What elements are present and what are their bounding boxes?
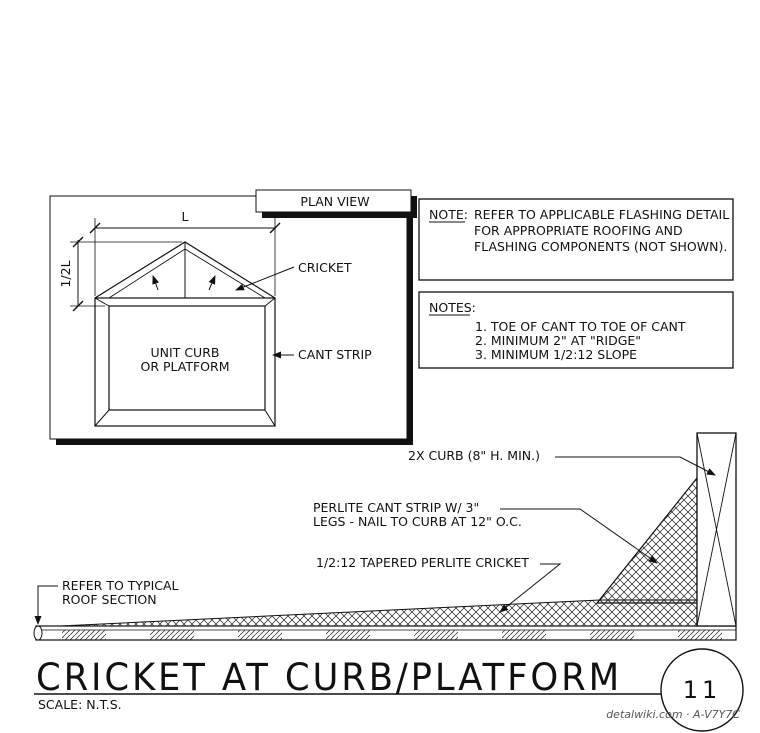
- cricket-callout-leader: [499, 563, 562, 613]
- note-box: NOTE: REFER TO APPLICABLE FLASHING DETAI…: [418, 198, 734, 281]
- notes-item-2: 2. MINIMUM 2" AT "RIDGE": [475, 333, 641, 348]
- dim-half-tick-bottom: [72, 300, 84, 312]
- plan-view-label: PLAN VIEW: [300, 194, 369, 209]
- roof-callout-line1: REFER TO TYPICAL: [62, 578, 179, 593]
- roof-deck-break: [33, 625, 43, 641]
- curb-inner: [108, 305, 266, 411]
- detail-number: 11: [683, 676, 722, 704]
- roof-callout-leader: [34, 585, 58, 625]
- cant-callout-leader: [500, 508, 658, 564]
- detail-title: CRICKET AT CURB/PLATFORM: [36, 656, 622, 699]
- cant-callout-line2: LEGS - NAIL TO CURB AT 12" O.C.: [313, 514, 522, 529]
- scale-note: SCALE: N.T.S.: [38, 697, 122, 712]
- note-line3: FLASHING COMPONENTS (NOT SHOWN).: [474, 239, 727, 254]
- watermark: detalwiki.com · A-V7Y7C: [606, 708, 740, 721]
- plan-view: PLAN VIEW UNIT CURB OR PLATFORM L 1/2L C…: [49, 189, 417, 445]
- detail-number-bubble: [660, 648, 744, 732]
- curb-bevels: [94, 297, 276, 427]
- dim-half-tick-top: [72, 236, 84, 248]
- roof-callout-line2: ROOF SECTION: [62, 592, 157, 607]
- dim-l-tick-right: [269, 222, 281, 234]
- note-box-frame: [418, 198, 734, 281]
- curb-leader: [555, 456, 716, 476]
- note-line2: FOR APPROPRIATE ROOFING AND: [474, 223, 683, 238]
- curb-callout: 2X CURB (8" H. MIN.): [408, 448, 540, 463]
- plan-view-tab: [255, 189, 412, 213]
- notes-item-3: 3. MINIMUM 1/2:12 SLOPE: [475, 347, 637, 362]
- notes-heading: NOTES:: [429, 300, 476, 315]
- curb-label-line2: OR PLATFORM: [140, 359, 229, 374]
- note-prefix: NOTE:: [429, 207, 468, 222]
- notes-item-1: 1. TOE OF CANT TO TOE OF CANT: [475, 319, 686, 334]
- cricket-leader: [235, 266, 295, 291]
- cant-callout-line1: PERLITE CANT STRIP W/ 3": [313, 500, 479, 515]
- curb-diagonal-2: [696, 432, 737, 627]
- plan-frame: [49, 195, 408, 440]
- dim-half-label: 1/2L: [58, 260, 73, 287]
- notes-box-frame: [418, 291, 734, 369]
- dim-l-label: L: [182, 209, 189, 224]
- cricket-callout: 1/2:12 TAPERED PERLITE CRICKET: [316, 555, 529, 570]
- slope-arrow-left: [152, 275, 159, 291]
- dim-l-tick-left: [89, 222, 101, 234]
- section-view: 2X CURB (8" H. MIN.) PERLITE CANT STRIP …: [33, 432, 737, 641]
- cant-strip: [595, 476, 698, 604]
- note-line1: REFER TO APPLICABLE FLASHING DETAIL: [474, 207, 729, 222]
- slope-arrow-right: [208, 275, 216, 291]
- cant-label: CANT STRIP: [298, 347, 372, 362]
- notes-box: NOTES: 1. TOE OF CANT TO TOE OF CANT 2. …: [418, 291, 734, 369]
- roof-deck-insulation: [62, 630, 722, 640]
- title-block: CRICKET AT CURB/PLATFORM SCALE: N.T.S. 1…: [34, 648, 744, 732]
- cricket-label: CRICKET: [298, 260, 352, 275]
- curb-label-line1: UNIT CURB: [151, 345, 220, 360]
